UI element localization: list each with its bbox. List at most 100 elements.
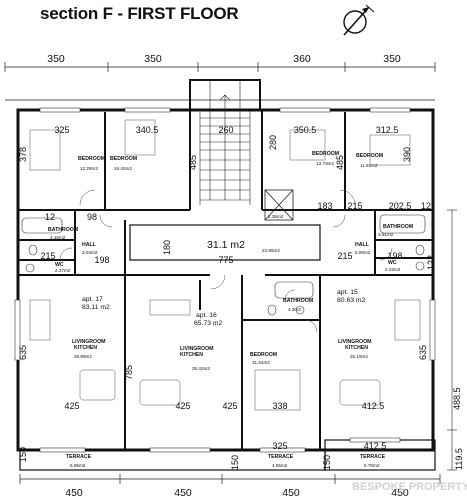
room-label-bath1: BATHROOM: [48, 227, 78, 233]
watermark: BESPOKE PROPERTY: [352, 481, 467, 493]
dim-183: 183: [317, 201, 332, 211]
dim-280: 280: [268, 135, 278, 150]
dim-785: 785: [124, 365, 134, 380]
dim-425a: 425: [64, 401, 79, 411]
dim-325a: 325: [54, 125, 69, 135]
dim-150b: 150: [230, 455, 240, 470]
room-label-liv3-line1: LIVINGROOM: [338, 339, 371, 345]
room-label-hall2: HALL: [355, 242, 370, 248]
room-label-bath3: BATHROOM: [283, 298, 313, 304]
dim-635b: 635: [418, 345, 428, 360]
apt15-name: apt. 15: [337, 289, 358, 296]
room-label-bed4: BEDROOM: [356, 153, 383, 159]
dim-775: 775: [218, 255, 233, 265]
room-label-liv3-line2: KITCHEN: [345, 345, 368, 351]
apt17-name: apt. 17: [82, 296, 103, 303]
room-area-liv3: 26.19m2: [350, 354, 368, 359]
room-area-ter2: 4.55m2: [272, 463, 288, 468]
dim-635a: 635: [18, 345, 28, 360]
dim-215a: 215: [347, 201, 362, 211]
room-area-bed4: 11.81m2: [360, 163, 378, 168]
dim-215c: 215: [337, 251, 352, 261]
top-dim-2: 350: [144, 53, 162, 65]
dim-412: 412.5: [362, 401, 385, 411]
dim-312: 312.5: [376, 125, 399, 135]
right-dim-1: 488.5: [452, 387, 462, 410]
room-area-lift: 2.38m2: [268, 214, 284, 219]
bottom-dimension-line: [19, 474, 441, 484]
room-label-bed3: BEDROOM: [312, 151, 339, 157]
north-arrow-icon: [343, 4, 375, 36]
room-area-wc2: 2.22m2: [385, 267, 401, 272]
stairwell: [199, 80, 251, 205]
room-label-ter3: TERRACE: [360, 454, 386, 460]
dim-215b: 215: [40, 251, 55, 261]
stair-area: 31.1 m2: [207, 239, 245, 251]
dim-425c: 425: [222, 401, 237, 411]
windows: [14, 107, 436, 453]
dim-198b: 198: [387, 251, 402, 261]
room-label-liv1-line2: KITCHEN: [74, 345, 97, 351]
dim-350i: 350.5: [294, 125, 317, 135]
room-labels: BEDROOM 12.29m2 BEDROOM 16.42m2 BEDROOM …: [48, 151, 413, 468]
room-area-corridor: 23.85m2: [262, 248, 280, 253]
dim-202: 202.5: [389, 201, 412, 211]
room-area-hall2: 5.06m2: [355, 250, 371, 255]
room-area-ter3: 5.70m2: [364, 463, 380, 468]
dim-12a: 12: [45, 212, 55, 222]
interior-dimensions: 325 340.5 260 350.5 312.5 378 485 280 48…: [18, 125, 436, 470]
bathroom-fixtures: [21, 214, 426, 316]
dim-340: 340.5: [136, 125, 159, 135]
room-label-bed1: BEDROOM: [78, 156, 105, 162]
apt17-area: 83.11 m2: [82, 304, 110, 311]
dim-425b: 425: [175, 401, 190, 411]
right-dim-2: 119.5: [454, 448, 464, 470]
room-label-wc2: WC: [388, 260, 397, 266]
interior-walls: [18, 110, 433, 450]
dim-378: 378: [18, 147, 28, 162]
lift: [264, 189, 294, 221]
bottom-dim-1: 450: [65, 487, 83, 499]
top-dim-3: 360: [293, 53, 311, 65]
dim-485b: 485: [335, 155, 345, 170]
room-label-liv2-line1: LIVINGROOM: [180, 346, 213, 352]
dim-180: 180: [162, 240, 172, 255]
room-area-ter1: 5.95m2: [70, 463, 86, 468]
dim-150a: 150: [18, 447, 28, 462]
dim-260: 260: [218, 125, 233, 135]
apt15-area: 80.63 m2: [337, 297, 366, 304]
room-area-hall1: 3.04m2: [82, 250, 98, 255]
bottom-dim-3: 450: [282, 487, 300, 499]
plan-title: section F - FIRST FLOOR: [40, 4, 239, 23]
dim-98a: 98: [87, 212, 97, 222]
room-area-bath1: 4.15m2: [50, 235, 66, 240]
apt16-area: 65.73 m2: [194, 320, 223, 327]
dim-150c: 150: [322, 455, 332, 470]
room-area-bed5: 31.54m2: [252, 360, 270, 365]
right-dimension-line: [447, 209, 457, 471]
room-label-hall1: HALL: [82, 242, 97, 248]
room-label-ter2: TERRACE: [268, 454, 294, 460]
top-dim-4: 350: [383, 53, 401, 65]
room-label-ter1: TERRACE: [66, 454, 92, 460]
dim-325b: 325: [272, 441, 287, 451]
top-dim-1: 350: [47, 53, 65, 65]
room-label-liv1-line1: LIVINGROOM: [72, 339, 105, 345]
door-swings: [59, 189, 393, 333]
furniture: [29, 119, 421, 411]
dim-338: 338: [272, 401, 287, 411]
bottom-dim-4: 450: [391, 487, 409, 499]
room-label-wc1: WC: [55, 262, 64, 268]
room-area-bed1: 12.29m2: [80, 166, 98, 171]
room-area-bath3: 4.3m2: [288, 307, 301, 312]
room-area-wc1: 2.37m2: [55, 268, 71, 273]
room-label-bed5: BEDROOM: [250, 352, 277, 358]
dim-390: 390: [402, 147, 412, 162]
room-area-bed3: 13.73m2: [316, 161, 334, 166]
room-area-bath2: 3.91m2: [378, 232, 394, 237]
dim-412b: 412.5: [364, 441, 387, 451]
